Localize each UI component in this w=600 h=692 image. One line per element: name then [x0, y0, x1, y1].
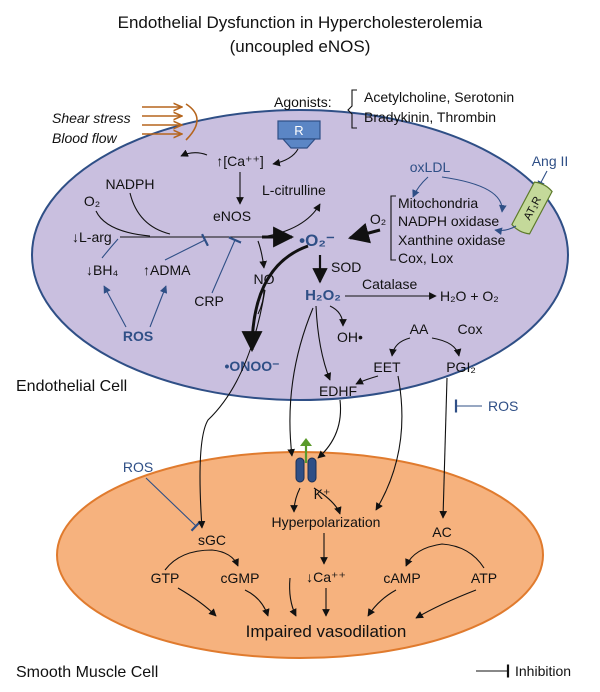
edhf-label: EDHF — [319, 383, 357, 399]
arrow-oxldl-to-nadph-oxidase — [441, 176, 507, 213]
arrow-pgi2-to-ac — [439, 377, 448, 519]
source-cox-lox: Cox, Lox — [398, 250, 453, 266]
calcium-decrease: ↓Ca⁺⁺ — [306, 569, 346, 585]
arrow-k-left — [290, 487, 301, 513]
agonists-line1: Acetylcholine, Serotonin — [364, 89, 514, 105]
shear-stress-label: Shear stress — [52, 110, 131, 126]
ang-ii-label: Ang II — [532, 153, 569, 169]
arrow-left-to-outcome — [289, 577, 297, 617]
shear-stress-arrows-icon — [142, 104, 198, 141]
sources-bracket — [390, 195, 396, 261]
arrow-atp-to-camp — [405, 543, 485, 569]
receptor-label: R — [294, 123, 303, 138]
arrow-sources-to-superoxide — [347, 222, 381, 244]
endothelial-cell — [31, 109, 569, 401]
arrow-edhf-to-k-channel — [317, 399, 342, 459]
arrow-gtp-to-outcome — [177, 587, 217, 617]
arrow-h2o2-to-oh — [329, 305, 347, 327]
ros-left-label: ROS — [123, 459, 153, 475]
outcome-label: Impaired vasodilation — [246, 622, 407, 641]
arrow-eet-to-hyperpolarization — [375, 375, 403, 511]
ros-right-label: ROS — [488, 398, 518, 414]
oxldl-label: oxLDL — [410, 159, 451, 175]
inhibit-adma — [164, 233, 209, 261]
sod-label: SOD — [331, 259, 361, 275]
l-arginine-label: ↓L-arg — [72, 229, 112, 245]
diagram-title: Endothelial Dysfunction in Hypercholeste… — [118, 13, 483, 32]
diagram-subtitle: (uncoupled eNOS) — [230, 37, 371, 56]
agonists-label: Agonists: — [274, 94, 332, 110]
receptor-icon — [277, 120, 321, 149]
camp-label: cAMP — [383, 570, 420, 586]
arrow-enos-to-no — [257, 240, 267, 269]
arrow-superoxide-to-peroxynitrite — [241, 244, 309, 353]
line-o2 — [95, 210, 151, 237]
source-mitochondria: Mitochondria — [398, 195, 478, 211]
inhibit-crp — [211, 236, 242, 294]
ac-label: AC — [432, 524, 451, 540]
arrow-cgmp-to-outcome — [244, 589, 270, 617]
smooth-muscle-cell-label: Smooth Muscle Cell — [16, 664, 158, 681]
gtp-label: GTP — [151, 570, 180, 586]
arrow-receptor-to-ca — [272, 148, 299, 167]
inhibition-legend-label: Inhibition — [515, 663, 571, 679]
ros-endothelial-label: ROS — [123, 328, 153, 344]
crp-label: CRP — [194, 293, 224, 309]
arrow-atp-to-outcome — [415, 589, 477, 619]
atp-label: ATP — [471, 570, 497, 586]
agonists-line2: Bradykinin, Thrombin — [364, 109, 496, 125]
hydroxyl-label: OH• — [337, 329, 363, 345]
arrow-at1r-to-nadph-oxidase — [494, 225, 517, 236]
arrow-h2o2-to-k-channel — [287, 307, 314, 457]
calcium-increase: ↑[Ca⁺⁺] — [216, 153, 263, 169]
l-citrulline-label: L-citrulline — [262, 182, 326, 198]
arrow-aa-to-pgi2 — [431, 337, 462, 357]
arrow-k-right — [313, 487, 342, 515]
line-nadph — [129, 192, 171, 235]
smooth-muscle-cell — [56, 451, 544, 659]
aa-label: AA — [410, 321, 429, 337]
arrow-no-to-sgc — [197, 289, 266, 529]
endothelial-cell-label: Endothelial Cell — [16, 378, 127, 395]
source-xanthine-oxidase: Xanthine oxidase — [398, 232, 506, 248]
sgc-label: sGC — [198, 532, 226, 548]
arrow-shear-to-ca — [180, 149, 208, 157]
nadph-label: NADPH — [105, 176, 154, 192]
superoxide-label: •O₂⁻ — [299, 231, 335, 250]
agonists-brace — [347, 89, 357, 129]
o2-right-label: O₂ — [370, 211, 386, 227]
pgi2-label: PGI₂ — [446, 359, 476, 375]
arrow-h2o2-to-edhf — [315, 305, 332, 381]
adma-label: ↑ADMA — [143, 262, 191, 278]
source-nadph-oxidase: NADPH oxidase — [398, 213, 499, 229]
arrow-gtp-to-cgmp — [164, 549, 239, 571]
arrow-oxldl — [412, 176, 429, 198]
arrow-camp-to-outcome — [367, 589, 397, 617]
inhibit-ros-left — [145, 477, 202, 532]
arrow-ros-to-adma — [149, 285, 168, 328]
h2o2-label: H₂O₂ — [305, 287, 341, 304]
enos-label: eNOS — [213, 208, 251, 224]
bh4-label: ↓BH₄ — [86, 262, 118, 278]
arrow-ros-to-bh4 — [103, 285, 127, 328]
line-bh4-up — [101, 238, 119, 259]
hyperpolarization-label: Hyperpolarization — [272, 514, 381, 530]
cox-label: Cox — [458, 321, 483, 337]
arrow-eet-to-edhf — [355, 375, 379, 385]
o2-left-label: O₂ — [84, 193, 100, 209]
blood-flow-label: Blood flow — [52, 130, 117, 146]
cgmp-label: cGMP — [221, 570, 260, 586]
catalase-label: Catalase — [362, 276, 417, 292]
eet-label: EET — [373, 359, 401, 375]
arrow-aa-to-eet — [389, 337, 411, 357]
at1r-receptor-icon — [511, 181, 553, 235]
peroxynitrite-label: •ONOO⁻ — [224, 358, 279, 374]
water-oxygen-label: H₂O + O₂ — [440, 288, 499, 304]
k-channel-icon — [295, 438, 317, 483]
